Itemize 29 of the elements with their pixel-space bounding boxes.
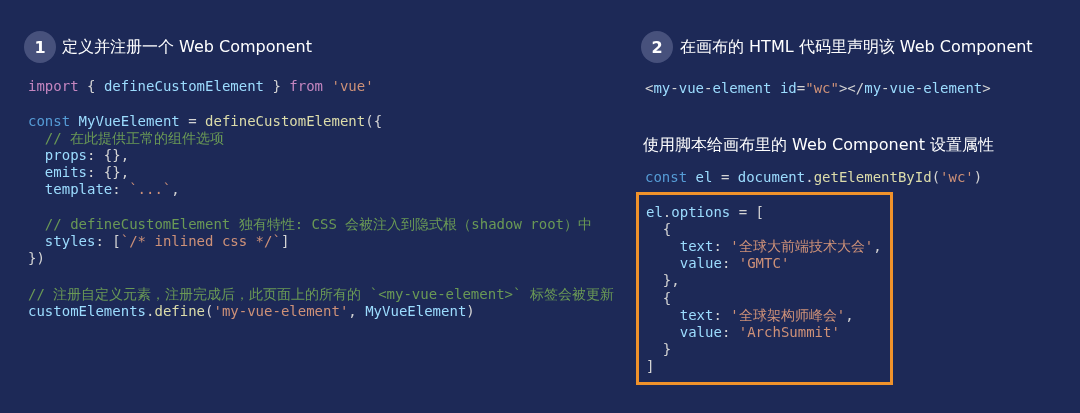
code-line: styles: [`/* inlined css */`]: [43, 233, 290, 250]
highlight-frame: [636, 192, 893, 385]
section-heading: 定义并注册一个 Web Component: [62, 37, 312, 57]
code-line: text: '全球架构师峰会',: [678, 306, 854, 324]
code-line: <my-vue-element id="wc"></my-vue-element>: [645, 80, 991, 97]
section-heading: 使用脚本给画布里的 Web Component 设置属性: [643, 135, 995, 155]
code-line: emits: {},: [43, 164, 130, 181]
step-number-badge: 2: [641, 31, 673, 63]
code-line: value: 'ArchSummit': [678, 323, 840, 341]
code-line: {: [661, 221, 672, 239]
step-number-badge: 1: [24, 31, 56, 63]
code-line: import { defineCustomElement } from 'vue': [28, 78, 374, 95]
code-line: }): [28, 250, 45, 267]
code-line: template: `...`,: [43, 181, 180, 198]
code-line: const MyVueElement = defineCustomElement({: [28, 113, 383, 130]
code-line: text: '全球大前端技术大会',: [678, 238, 882, 256]
section-heading: 在画布的 HTML 代码里声明该 Web Component: [680, 37, 1033, 57]
code-line: // 注册自定义元素，注册完成后，此页面上的所有的 `<my-vue-element>` 标签会被更新: [28, 286, 614, 303]
code-line: // defineCustomElement 独有特性: CSS 会被注入到隐式根（shadow root）中: [43, 216, 592, 233]
code-line: }: [661, 340, 672, 358]
code-line: ]: [646, 357, 655, 375]
code-line: customElements.define('my-vue-element', MyVueElement): [28, 303, 475, 320]
code-line: },: [661, 272, 680, 290]
code-line: const el = document.getElementById('wc'): [645, 169, 983, 186]
code-line: props: {},: [43, 147, 130, 164]
code-line: el.options = [: [646, 204, 765, 221]
code-line: {: [661, 289, 672, 307]
code-line: // 在此提供正常的组件选项: [43, 130, 225, 147]
code-line: value: 'GMTC': [678, 255, 790, 273]
